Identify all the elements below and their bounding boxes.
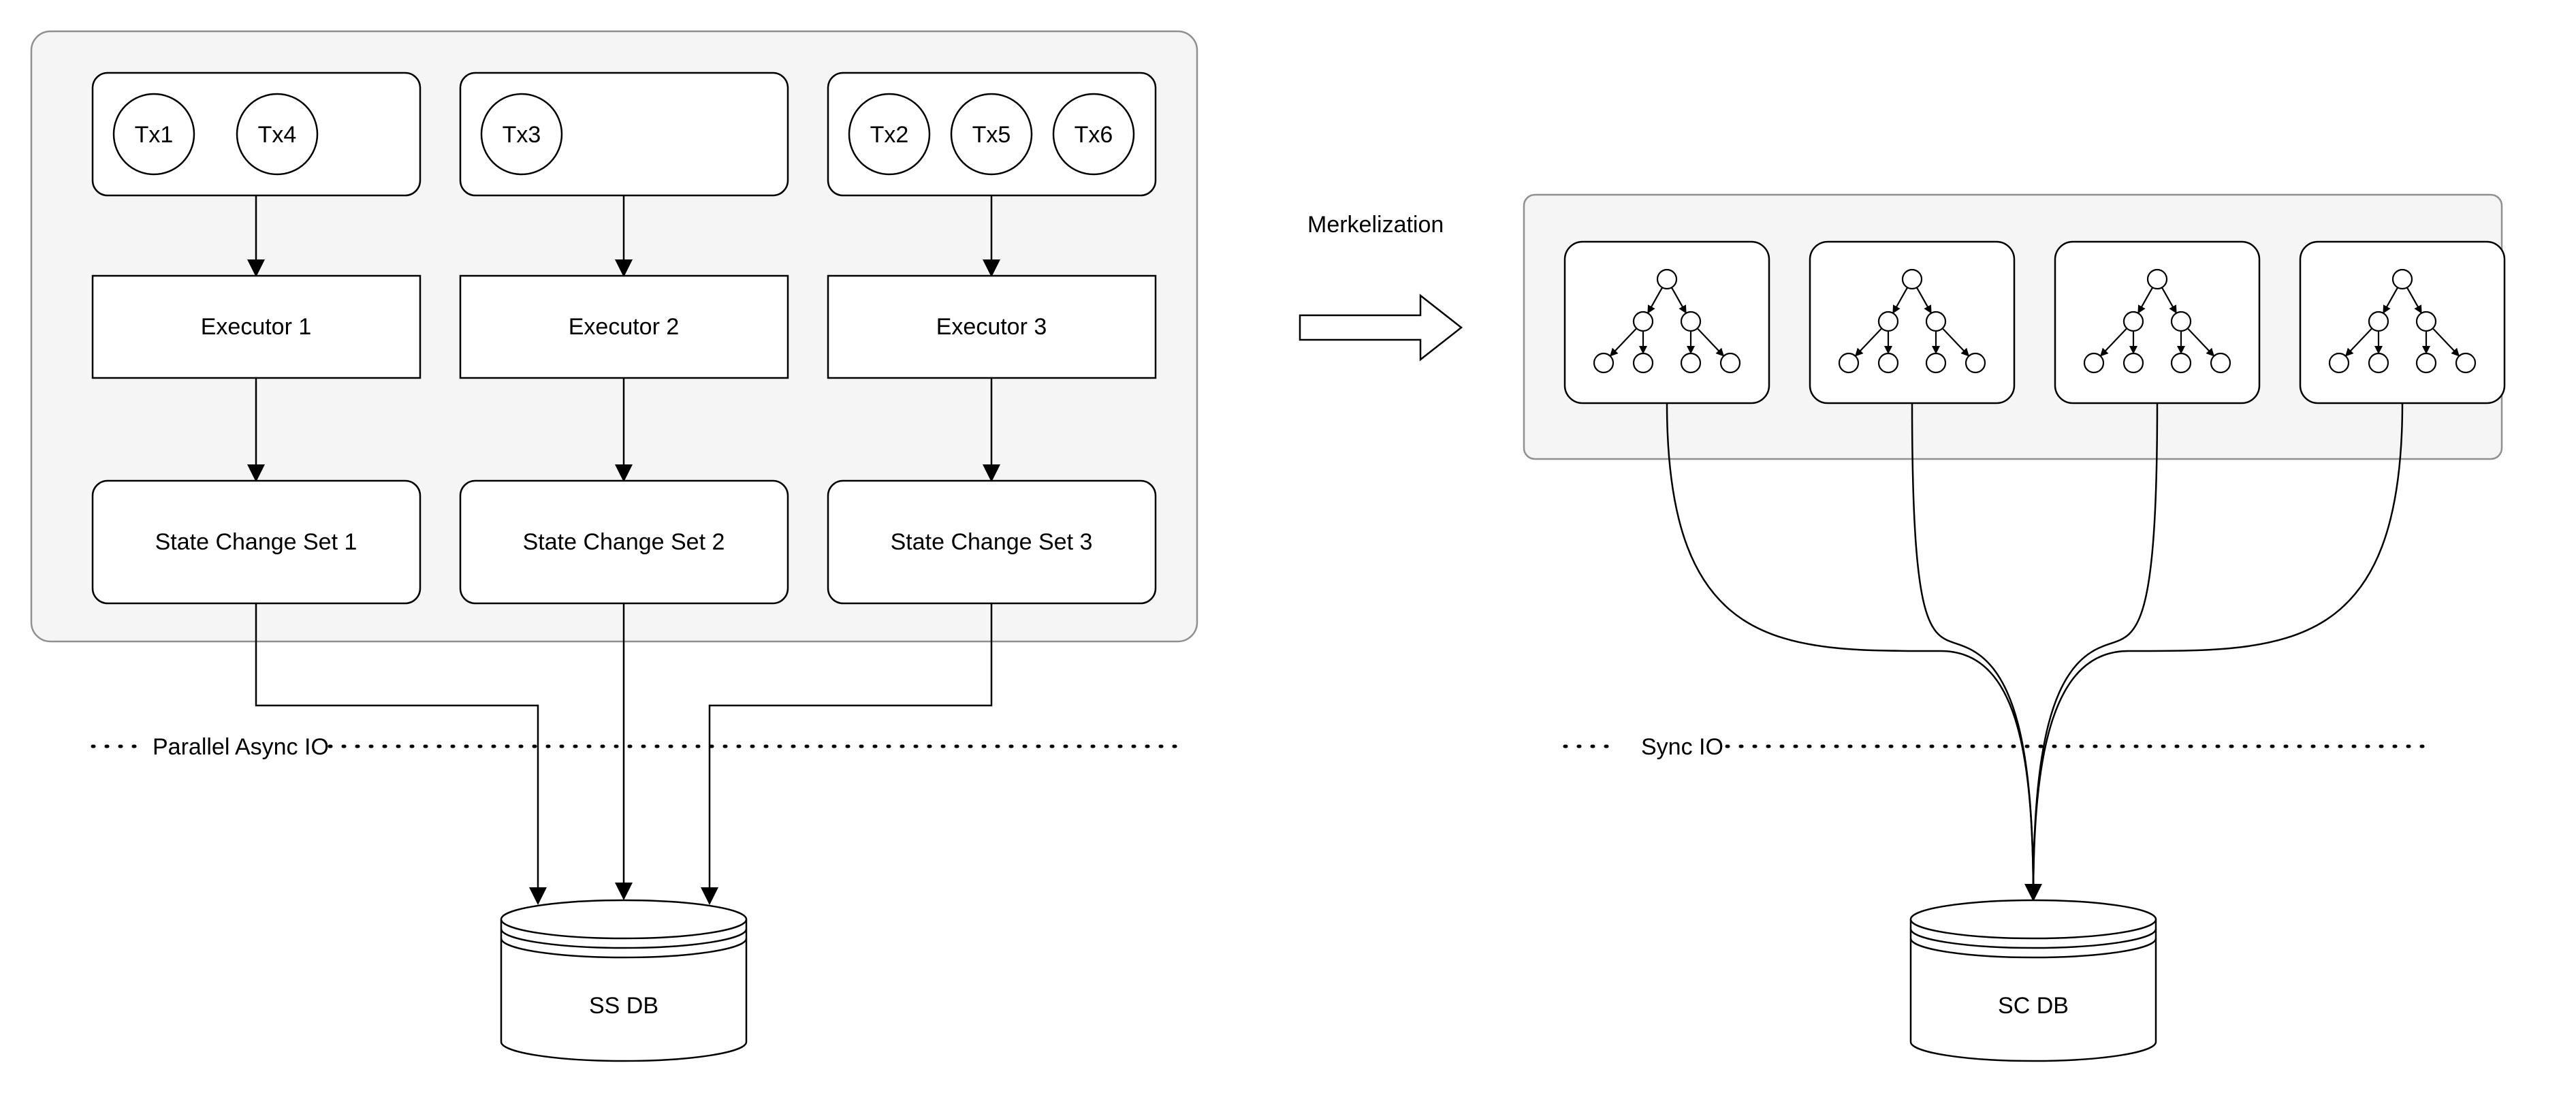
tree-node — [1632, 311, 1654, 332]
tree-node — [1656, 268, 1678, 290]
tree-node — [1877, 352, 1899, 374]
tree-edge — [2137, 287, 2154, 314]
tx-circle: Tx2 — [848, 93, 931, 176]
tree-edge — [1854, 328, 1883, 357]
tx-label: Tx3 — [503, 122, 541, 148]
tx-label: Tx1 — [135, 122, 174, 148]
tree-edge — [2383, 287, 2399, 314]
tree-edge — [1892, 287, 1909, 314]
tx-circle: Tx3 — [480, 93, 563, 176]
tx-label: Tx5 — [972, 122, 1011, 148]
executor-box — [459, 274, 789, 379]
tree-node — [2083, 352, 2105, 374]
io-connector — [255, 603, 547, 905]
tree-node — [1593, 352, 1615, 374]
tx-circle: Tx6 — [1052, 93, 1135, 176]
tree-node — [1838, 352, 1860, 374]
tree-node — [1901, 268, 1923, 290]
merkelization-label: Merkelization — [1307, 212, 1444, 238]
tree-node — [2328, 352, 2350, 374]
tree-node — [2368, 352, 2389, 374]
tree-edge — [1941, 328, 1970, 357]
tree-node — [2122, 311, 2144, 332]
tree-edge — [1647, 287, 1664, 314]
tree-node — [2146, 268, 2168, 290]
tx-circle: Tx1 — [112, 93, 195, 176]
sc-db-cylinder: SC DB — [1909, 899, 2157, 1062]
sc-db-label: SC DB — [1998, 993, 2069, 1019]
tree-node — [1680, 352, 1702, 374]
merkelization-arrow — [1299, 293, 1463, 362]
tree-node — [2415, 352, 2437, 374]
tree-node — [1632, 352, 1654, 374]
tree-edge — [2344, 328, 2373, 357]
sync-connector — [1666, 402, 2035, 900]
tree-edge — [2187, 328, 2215, 357]
tree-edge — [1670, 287, 1687, 314]
merkle-tree-icon — [1593, 268, 1741, 374]
tree-node — [2368, 311, 2389, 332]
state-change-set-label: State Change Set 1 — [155, 529, 357, 555]
merkle-tree-icon — [1838, 268, 1986, 374]
state-change-set-label: State Change Set 3 — [891, 529, 1093, 555]
tree-node — [2455, 352, 2477, 374]
tree-edge — [1609, 328, 1638, 357]
parallel-io-label: Parallel Async IO — [153, 734, 329, 760]
ss-db-label: SS DB — [589, 993, 658, 1019]
ss-db-cylinder: SS DB — [500, 899, 748, 1062]
merkle-tree-box — [1563, 240, 1770, 404]
merkle-tree-icon — [2083, 268, 2231, 374]
sync-connector — [2032, 402, 2404, 900]
merkle-tree-box — [2299, 240, 2506, 404]
tx-label: Tx4 — [258, 122, 297, 148]
tree-node — [1965, 352, 1986, 374]
sync-connector — [2032, 402, 2159, 900]
executor-label: Executor 3 — [936, 314, 1047, 340]
sync-connector — [1911, 402, 2035, 900]
merkle-tree-icon — [2328, 268, 2477, 374]
executor-box — [91, 274, 422, 379]
tree-edge — [1915, 287, 1932, 314]
tree-node — [1877, 311, 1899, 332]
tx-circle: Tx5 — [950, 93, 1033, 176]
state-change-set-label: State Change Set 2 — [523, 529, 725, 555]
tree-edge — [2406, 287, 2422, 314]
tree-node — [1680, 311, 1702, 332]
tree-edge — [1696, 328, 1725, 357]
tree-node — [2210, 352, 2231, 374]
tree-node — [2415, 311, 2437, 332]
tree-edge — [2161, 287, 2177, 314]
tree-node — [1719, 352, 1741, 374]
tree-node — [2391, 268, 2413, 290]
tree-edge — [2099, 328, 2128, 357]
tx-label: Tx2 — [870, 122, 909, 148]
sync-io-label: Sync IO — [1641, 734, 1723, 760]
tx-circle: Tx4 — [236, 93, 319, 176]
tree-node — [1925, 311, 1947, 332]
tx-label: Tx6 — [1075, 122, 1113, 148]
tree-node — [2170, 311, 2192, 332]
merkle-tree-box — [1809, 240, 2016, 404]
tree-node — [2170, 352, 2192, 374]
executor-label: Executor 1 — [201, 314, 312, 340]
tree-node — [1925, 352, 1947, 374]
tree-node — [2122, 352, 2144, 374]
executor-label: Executor 2 — [569, 314, 680, 340]
executor-box — [827, 274, 1157, 379]
merkle-tree-box — [2054, 240, 2261, 404]
io-connector — [701, 603, 993, 905]
tree-edge — [2432, 328, 2460, 357]
